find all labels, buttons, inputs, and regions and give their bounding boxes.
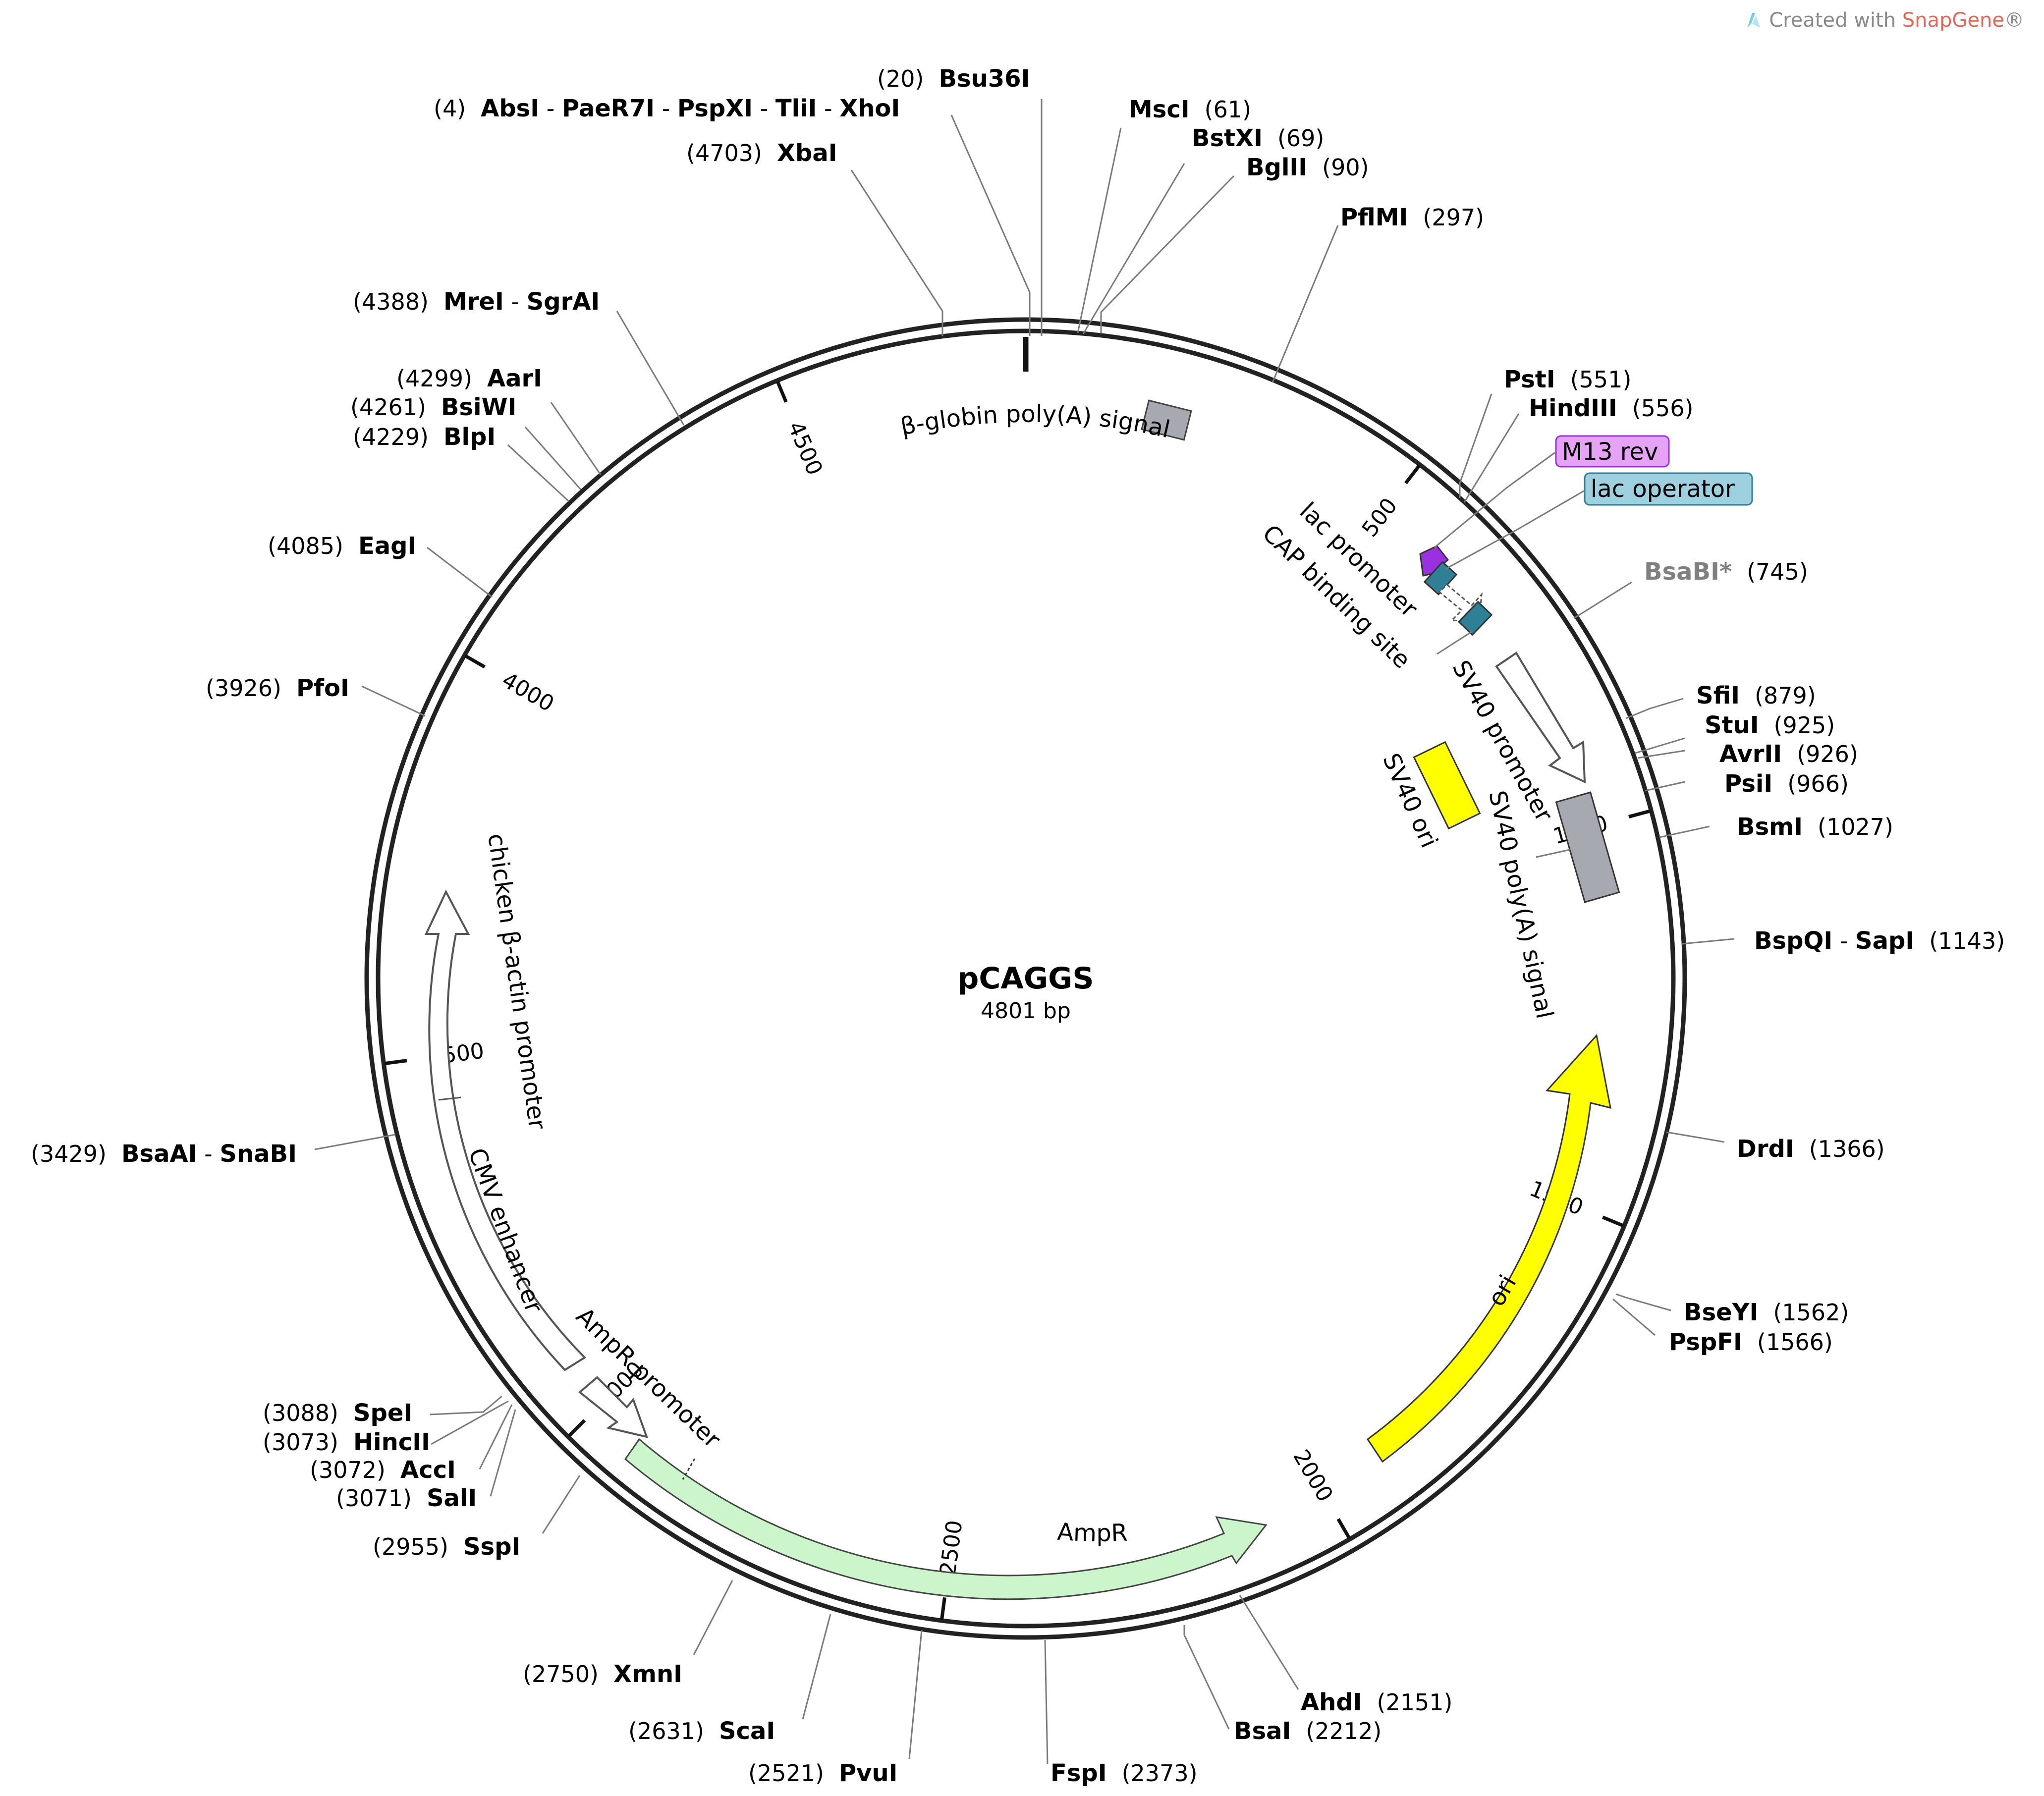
site-SnaBI-group: (3429)BsaAI - SnaBI xyxy=(31,1140,297,1168)
feature-sv40-polya xyxy=(1555,791,1620,903)
site-XhoI-group: (4)AbsI - PaeR7I - PspXI - TliI - XhoI xyxy=(434,95,900,122)
tick-label-4500: 4500 xyxy=(783,418,828,479)
feature-ori xyxy=(1366,1034,1611,1463)
site-PfoI: (3926)PfoI xyxy=(206,674,349,702)
site-SfiI: SfiI(879) xyxy=(1696,682,1816,709)
label-bglobin-polya: β-globin poly(A) signal xyxy=(898,400,1173,444)
site-SalI: (3071)SalI xyxy=(336,1484,477,1512)
tick-2000 xyxy=(1336,1518,1351,1539)
site-BsaBI: BsaBI*(745) xyxy=(1644,558,1808,586)
site-XbaI: (4703)XbaI xyxy=(686,139,837,167)
credit-text: Created with SnapGene® xyxy=(1769,9,2024,32)
site-SapI-group: BspQI - SapI(1143) xyxy=(1754,927,2005,955)
site-FspI: FspI(2373) xyxy=(1050,1759,1198,1787)
feature-sv40-ori xyxy=(1413,741,1481,830)
site-SspI: (2955)SspI xyxy=(373,1533,520,1561)
site-AhdI: AhdI(2151) xyxy=(1301,1688,1453,1716)
site-HincII: (3073)HincII xyxy=(263,1428,430,1456)
site-EagI: (4085)EagI xyxy=(268,532,416,560)
plasmid-length: 4801 bp xyxy=(981,998,1071,1024)
site-SpeI: (3088)SpeI xyxy=(263,1399,412,1427)
site-BglII: BglII(90) xyxy=(1246,154,1369,181)
boxed-label-m13: M13 rev xyxy=(1555,435,1670,468)
svg-text:lac operator: lac operator xyxy=(1591,475,1735,503)
site-BsmI: BsmI(1027) xyxy=(1737,813,1893,841)
site-PsiI: PsiI(966) xyxy=(1724,770,1849,798)
leader-sv40-polya xyxy=(1536,849,1570,858)
tick-label-500: 500 xyxy=(1357,493,1403,542)
site-XmnI: (2750)XmnI xyxy=(523,1660,682,1688)
plasmid-name: pCAGGS xyxy=(957,961,1094,996)
feature-cap-binding-site xyxy=(1457,600,1493,636)
site-BsaI: BsaI(2212) xyxy=(1234,1717,1381,1745)
ampr-signal-divider xyxy=(682,1458,696,1480)
site-PvuI: (2521)PvuI xyxy=(748,1759,897,1787)
site-BseYI: BseYI(1562) xyxy=(1684,1299,1849,1326)
site-MscI: MscI(61) xyxy=(1129,96,1251,123)
tick-1000 xyxy=(1628,809,1651,818)
site-AvrII: AvrII(926) xyxy=(1719,740,1858,768)
label-ampr-promoter: AmpR promoter xyxy=(571,1302,726,1453)
site-leaders xyxy=(314,99,1735,1764)
site-AarI: (4299)AarI xyxy=(396,365,542,392)
tick-label-2000: 2000 xyxy=(1288,1445,1338,1506)
site-PstI: PstI(551) xyxy=(1504,366,1631,393)
tick-3500 xyxy=(384,1059,407,1066)
label-cba-promoter: chicken β-actin promoter xyxy=(482,832,551,1131)
leader-lac-operator xyxy=(1445,490,1585,570)
backbone xyxy=(364,317,1687,1640)
site-BsiWI: (4261)BsiWI xyxy=(350,393,516,421)
site-AccI: (3072)AccI xyxy=(310,1456,456,1484)
feature-bglobin-polya xyxy=(1141,399,1192,441)
tick-4500 xyxy=(775,381,788,403)
feature-sv40-promoter xyxy=(1495,652,1586,784)
site-PflMI: PflMI(297) xyxy=(1340,204,1484,231)
label-ampr: AmpR xyxy=(1056,1518,1128,1547)
leader-cap xyxy=(1436,631,1472,655)
label-sv40-polya: SV40 poly(A) signal xyxy=(1483,788,1558,1021)
restriction-sites: (20)Bsu36I (4)AbsI - PaeR7I - PspXI - Tl… xyxy=(31,65,2005,1787)
cmv-cba-divider xyxy=(438,1096,461,1101)
boxed-label-lac-operator: lac operator xyxy=(1584,472,1753,506)
tick-3000 xyxy=(567,1419,586,1438)
feature-cmv-cba xyxy=(424,889,587,1371)
tick-500 xyxy=(1404,464,1421,485)
site-HindIII: HindIII(556) xyxy=(1529,394,1693,422)
tick-label-2500: 2500 xyxy=(935,1519,967,1577)
tick-4000 xyxy=(464,654,486,669)
leader-m13 xyxy=(1434,451,1556,548)
svg-text:M13 rev: M13 rev xyxy=(1562,438,1658,466)
feature-ampr-promoter xyxy=(578,1376,649,1438)
tick-2500 xyxy=(940,1597,946,1620)
tick-1500 xyxy=(1602,1215,1624,1228)
site-DrdI: DrdI(1366) xyxy=(1737,1135,1885,1163)
site-PspFI: PspFI(1566) xyxy=(1669,1328,1833,1356)
site-ScaI: (2631)ScaI xyxy=(628,1717,775,1745)
site-BstXI: BstXI(69) xyxy=(1192,124,1324,152)
site-BlpI: (4229)BlpI xyxy=(353,423,496,451)
site-SgrAI-group: (4388)MreI - SgrAI xyxy=(353,288,600,316)
tick-label-4000: 4000 xyxy=(497,667,558,717)
site-Bsu36I: (20)Bsu36I xyxy=(877,65,1030,93)
snapgene-logo-icon xyxy=(1747,13,1761,28)
snapgene-credit: Created with SnapGene® xyxy=(1745,9,2024,32)
feature-ampr xyxy=(624,1438,1268,1600)
site-StuI: StuI(925) xyxy=(1705,711,1835,739)
